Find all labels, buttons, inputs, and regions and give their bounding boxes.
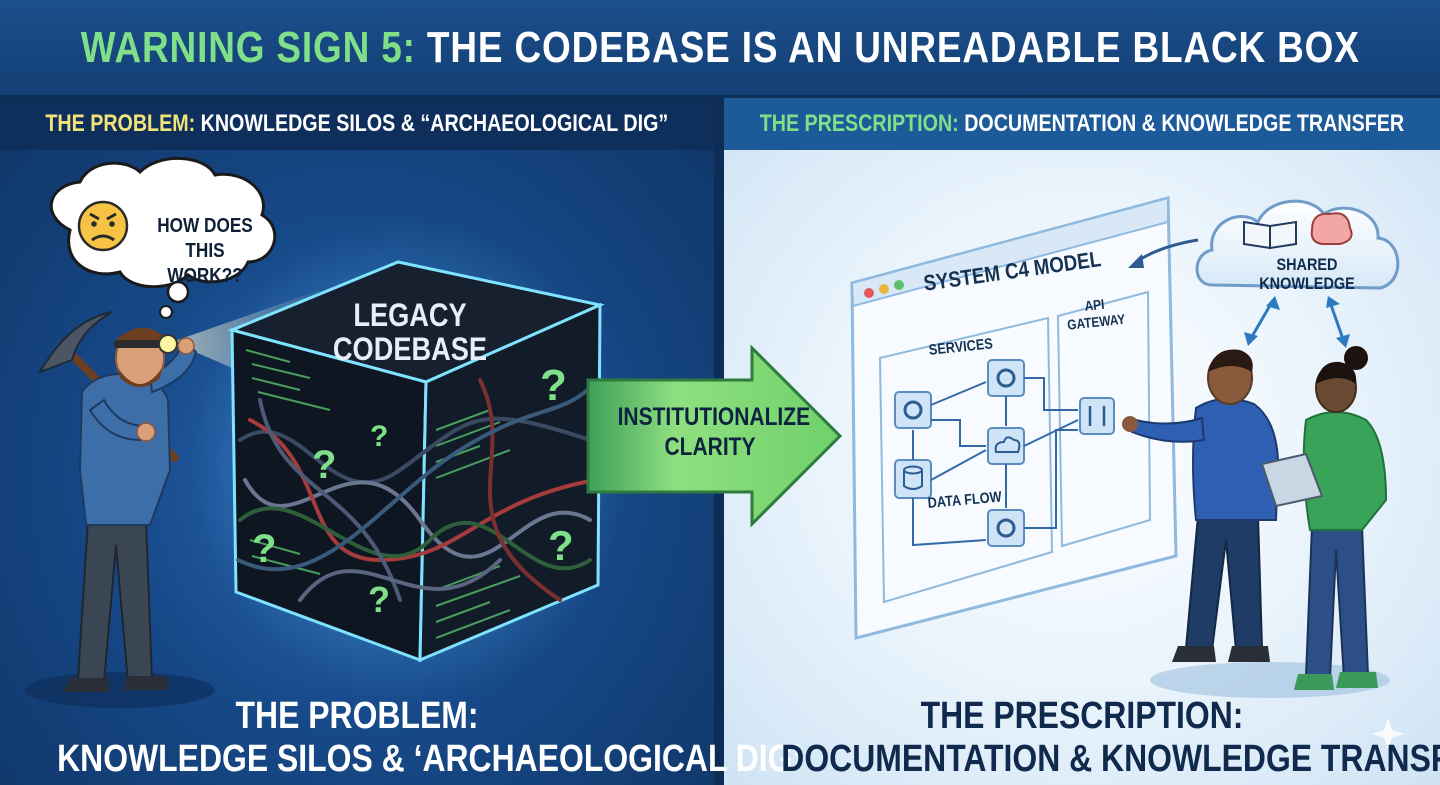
prescription-caption-line-1: THE PRESCRIPTION:	[920, 695, 1244, 737]
presenter-figure	[1122, 349, 1280, 662]
exchange-arrows	[1244, 296, 1350, 348]
arrow-label-line-1: INSTITUTIONALIZE	[617, 403, 811, 431]
cube-label: LEGACY CODEBASE	[310, 298, 510, 366]
arrow-label: INSTITUTIONALIZE CLARITY	[600, 402, 820, 462]
brain-icon	[1310, 212, 1353, 245]
title-bar: WARNING SIGN 5: THE CODEBASE IS AN UNREA…	[0, 0, 1440, 98]
code-lines	[245, 349, 331, 575]
svg-text:?: ?	[540, 361, 567, 410]
thought-line-2: THIS WORK??	[167, 240, 243, 287]
book-icon	[1243, 220, 1297, 250]
tangled-wires	[236, 378, 600, 602]
thought-bubble	[49, 157, 277, 319]
api-gateway-label: API GATEWAY	[1066, 295, 1126, 333]
arrow-label-line-2: CLARITY	[664, 433, 756, 461]
gear-icon	[987, 509, 1025, 547]
svg-text:?: ?	[548, 522, 574, 569]
colleague-figure	[1260, 346, 1388, 690]
prescription-header: THE PRESCRIPTION: DOCUMENTATION & KNOWLE…	[724, 98, 1440, 150]
question-mark-icon: ? ? ? ? ? ?	[252, 361, 574, 620]
problem-caption-line-2: KNOWLEDGE SILOS & ‘ARCHAEOLOGICAL DIG’	[57, 738, 802, 780]
problem-header-prefix: THE PROBLEM:	[45, 110, 196, 137]
problem-header: THE PROBLEM: KNOWLEDGE SILOS & “ARCHAEOL…	[0, 98, 714, 150]
gateway-icon	[1079, 397, 1115, 435]
problem-caption-line-1: THE PROBLEM:	[235, 695, 479, 737]
link-arrow-head	[1128, 254, 1144, 268]
frown-emoji-icon	[77, 200, 129, 252]
title-main: THE CODEBASE IS AN UNREADABLE BLACK BOX	[426, 22, 1360, 72]
tablet-icon	[1260, 452, 1324, 508]
prescription-header-prefix: THE PRESCRIPTION:	[759, 110, 959, 137]
c4-model-window	[850, 196, 1178, 640]
problem-caption: THE PROBLEM: KNOWLEDGE SILOS & ‘ARCHAEOL…	[0, 695, 802, 781]
cloud-icon	[987, 427, 1025, 465]
transition-arrow	[586, 344, 843, 528]
cloud-text: SHARED KNOWLEDGE	[1232, 255, 1382, 293]
gear-icon	[894, 391, 932, 429]
cloud-line-2: KNOWLEDGE	[1259, 274, 1355, 293]
shared-knowledge-cloud	[1195, 199, 1400, 290]
connector-lines	[912, 377, 1079, 547]
title-prefix: WARNING SIGN 5:	[80, 22, 416, 72]
headlamp-icon	[158, 334, 178, 354]
cube-label-line-2: CODEBASE	[332, 331, 488, 367]
prescription-caption-line-2: DOCUMENTATION & KNOWLEDGE TRANSFER	[781, 738, 1440, 780]
svg-text:?: ?	[368, 579, 390, 620]
legacy-codebase-cube: ? ? ? ? ? ?	[227, 260, 605, 663]
svg-text:?: ?	[312, 443, 336, 487]
sparkle-icon	[1372, 718, 1404, 750]
database-icon	[894, 459, 932, 499]
thought-bubble-text: HOW DOES THIS WORK??	[140, 214, 270, 289]
svg-text:?: ?	[370, 420, 388, 453]
page-title: WARNING SIGN 5: THE CODEBASE IS AN UNREA…	[81, 23, 1360, 73]
cube-label-line-1: LEGACY	[353, 297, 467, 333]
gear-icon	[987, 359, 1025, 397]
thought-line-1: HOW DOES	[157, 215, 253, 237]
svg-text:?: ?	[252, 527, 276, 571]
explorer-figure	[37, 311, 198, 692]
cloud-line-1: SHARED	[1276, 255, 1338, 274]
prescription-header-text: DOCUMENTATION & KNOWLEDGE TRANSFER	[964, 110, 1405, 137]
problem-header-text: KNOWLEDGE SILOS & “ARCHAEOLOGICAL DIG”	[200, 110, 669, 137]
prescription-caption: THE PRESCRIPTION: DOCUMENTATION & KNOWLE…	[724, 695, 1440, 781]
